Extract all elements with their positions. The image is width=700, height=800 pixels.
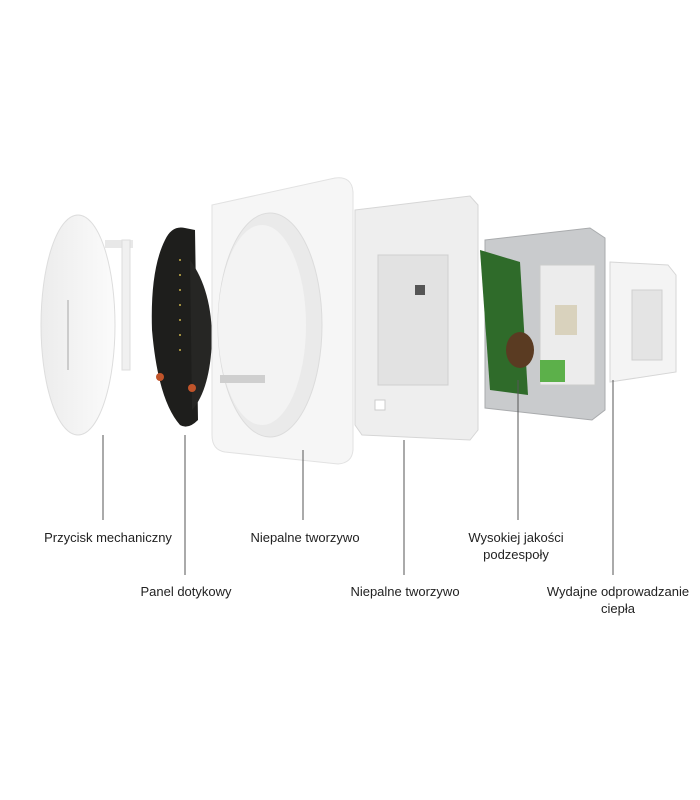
label-mechanical-button: Przycisk mechaniczny bbox=[44, 530, 172, 545]
label-heat-dissipation: Wydajne odprowadzanie ciepła bbox=[547, 583, 689, 617]
label-heat-line2: ciepła bbox=[601, 601, 635, 616]
label-components-line2: podzespoły bbox=[483, 547, 549, 562]
label-components: Wysokiej jakości podzespoły bbox=[468, 529, 563, 563]
label-nonflammable-frame: Niepalne tworzywo bbox=[250, 530, 360, 545]
touch-panel-part bbox=[151, 227, 212, 427]
frame-part bbox=[211, 177, 354, 465]
components-part bbox=[480, 227, 606, 421]
label-components-line1: Wysokiej jakości bbox=[468, 530, 564, 545]
leader-lines bbox=[102, 380, 614, 575]
mounting-plate-part bbox=[354, 195, 479, 441]
heat-sink-part bbox=[609, 261, 677, 383]
mechanical-button-part bbox=[40, 214, 133, 436]
label-nonflammable-plate: Niepalne tworzywo bbox=[350, 584, 460, 599]
label-touch-panel: Panel dotykowy bbox=[140, 584, 232, 599]
label-heat-line1: Wydajne odprowadzanie bbox=[546, 584, 690, 599]
